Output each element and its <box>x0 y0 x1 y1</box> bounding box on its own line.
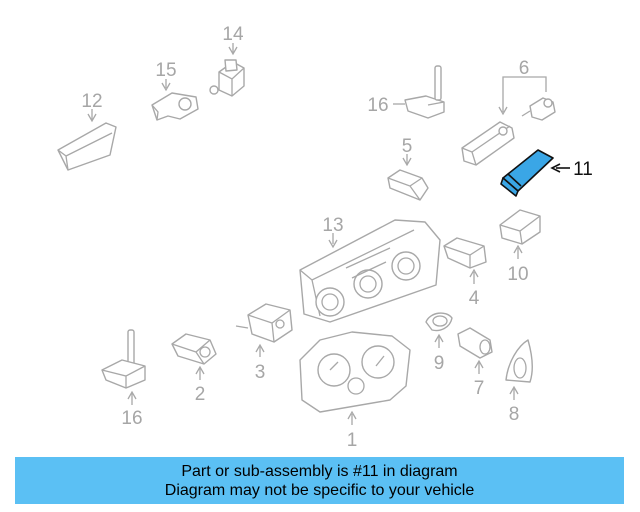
callout-15: 15 <box>155 60 176 81</box>
part-16-lower[interactable] <box>101 329 146 405</box>
callout-4: 4 <box>469 288 480 309</box>
callout-14: 14 <box>222 24 244 45</box>
part-3[interactable] <box>235 303 293 357</box>
callout-1: 1 <box>347 430 358 451</box>
part-7[interactable] <box>457 327 493 374</box>
banner-line-part-number: Part or sub-assembly is #11 in diagram <box>181 462 458 480</box>
part-8[interactable] <box>505 339 533 400</box>
callout-13: 13 <box>322 215 343 236</box>
callout-3: 3 <box>255 362 266 383</box>
callout-11: 11 <box>573 159 593 180</box>
exploded-parts-diagram: 14 15 12 16 6 11 5 13 10 4 3 2 9 7 16 8 … <box>57 24 593 451</box>
part-1[interactable] <box>299 331 411 425</box>
callout-2: 2 <box>195 384 206 405</box>
part-9[interactable] <box>425 312 453 348</box>
callout-16-upper: 16 <box>367 95 388 116</box>
callout-16-lower: 16 <box>121 408 142 429</box>
callout-9: 9 <box>434 353 445 374</box>
info-banner: Part or sub-assembly is #11 in diagram D… <box>15 457 624 504</box>
banner-line-disclaimer: Diagram may not be specific to your vehi… <box>164 481 475 499</box>
callout-5: 5 <box>402 136 413 157</box>
part-5[interactable] <box>387 154 429 201</box>
callout-12: 12 <box>81 91 102 112</box>
part-16-upper[interactable] <box>393 65 445 119</box>
part-6[interactable] <box>461 76 556 166</box>
callout-8: 8 <box>509 404 520 425</box>
part-12[interactable] <box>57 109 117 171</box>
part-13[interactable] <box>299 219 441 323</box>
callout-10: 10 <box>507 264 528 285</box>
part-14[interactable] <box>209 43 245 97</box>
part-4[interactable] <box>443 237 487 284</box>
part-10[interactable] <box>499 209 541 259</box>
callout-6: 6 <box>519 58 530 79</box>
part-2[interactable] <box>171 333 217 380</box>
callout-7: 7 <box>474 378 485 399</box>
part-15[interactable] <box>151 79 199 121</box>
part-11-highlighted[interactable] <box>500 149 570 197</box>
